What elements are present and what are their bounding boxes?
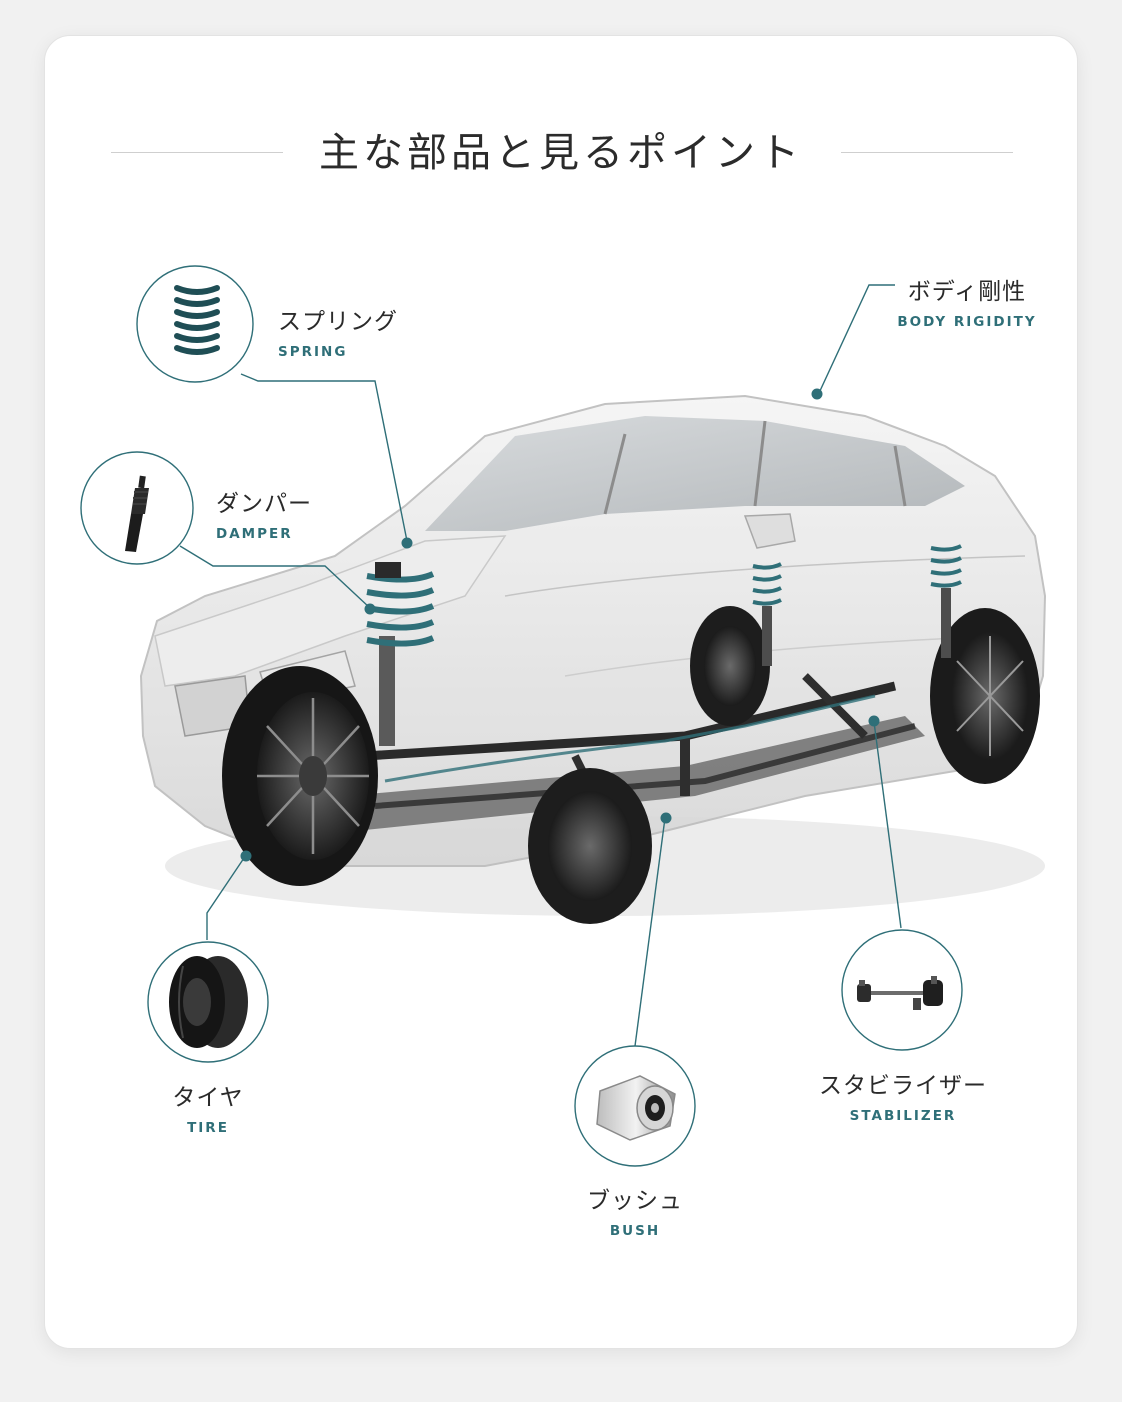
bush-label-jp: ブッシュ [587,1188,683,1214]
spring-icon-circle [136,265,254,383]
tire-label: タイヤ TIRE [138,1078,278,1136]
leader-dots [240,388,880,862]
parts-card: 主な部品と見るポイント [44,35,1078,1349]
damper-leader [179,545,371,609]
tire-icon [169,956,248,1048]
spring-label-jp: スプリング [278,309,398,335]
title-divider-right [841,152,1013,153]
title-row: 主な部品と見るポイント [45,128,1077,178]
damper-label-en: DAMPER [216,526,293,542]
stabilizer-label-en: STABILIZER [849,1108,957,1124]
body-rigidity-label-en: BODY RIGIDITY [897,314,1037,330]
spring-label-en: SPRING [278,344,348,360]
damper-icon [125,475,149,552]
coil-spring-icon [174,285,220,355]
body-rigidity-label-jp: ボディ剛性 [907,279,1027,305]
tire-label-en: TIRE [187,1120,229,1136]
bush-leader [634,817,666,1047]
stabilizer-marker [868,715,880,727]
spring-label: スプリング SPRING [278,302,398,360]
spring-marker [401,537,413,549]
bush-icon [596,1075,676,1141]
bush-label: ブッシュ BUSH [555,1181,715,1239]
body-marker [811,388,823,400]
damper-marker [364,603,376,615]
title-divider-left [111,152,283,153]
stabilizer-link-icon [857,976,943,1010]
bush-label-en: BUSH [609,1223,661,1239]
tire-marker [240,850,252,862]
damper-label: ダンパー DAMPER [216,484,312,542]
tire-icon-circle [147,941,269,1063]
damper-label-jp: ダンパー [216,491,312,517]
car-icon [139,394,1047,924]
tire-label-jp: タイヤ [172,1085,244,1111]
car-diagram [80,265,1047,1167]
bush-icon-circle [574,1045,696,1167]
spring-leader [240,373,408,542]
leader-lines [179,284,902,1047]
bush-marker [660,812,672,824]
damper-icon-circle [80,451,194,565]
tire-leader [206,857,245,940]
stabilizer-label: スタビライザー STABILIZER [803,1066,1003,1124]
stabilizer-leader [873,721,902,929]
body-leader [818,284,895,394]
page-title: 主な部品と見るポイント [319,130,803,176]
body-rigidity-label: ボディ剛性 BODY RIGIDITY [891,272,1043,330]
stabilizer-icon-circle [841,929,963,1051]
stabilizer-label-jp: スタビライザー [819,1073,987,1099]
